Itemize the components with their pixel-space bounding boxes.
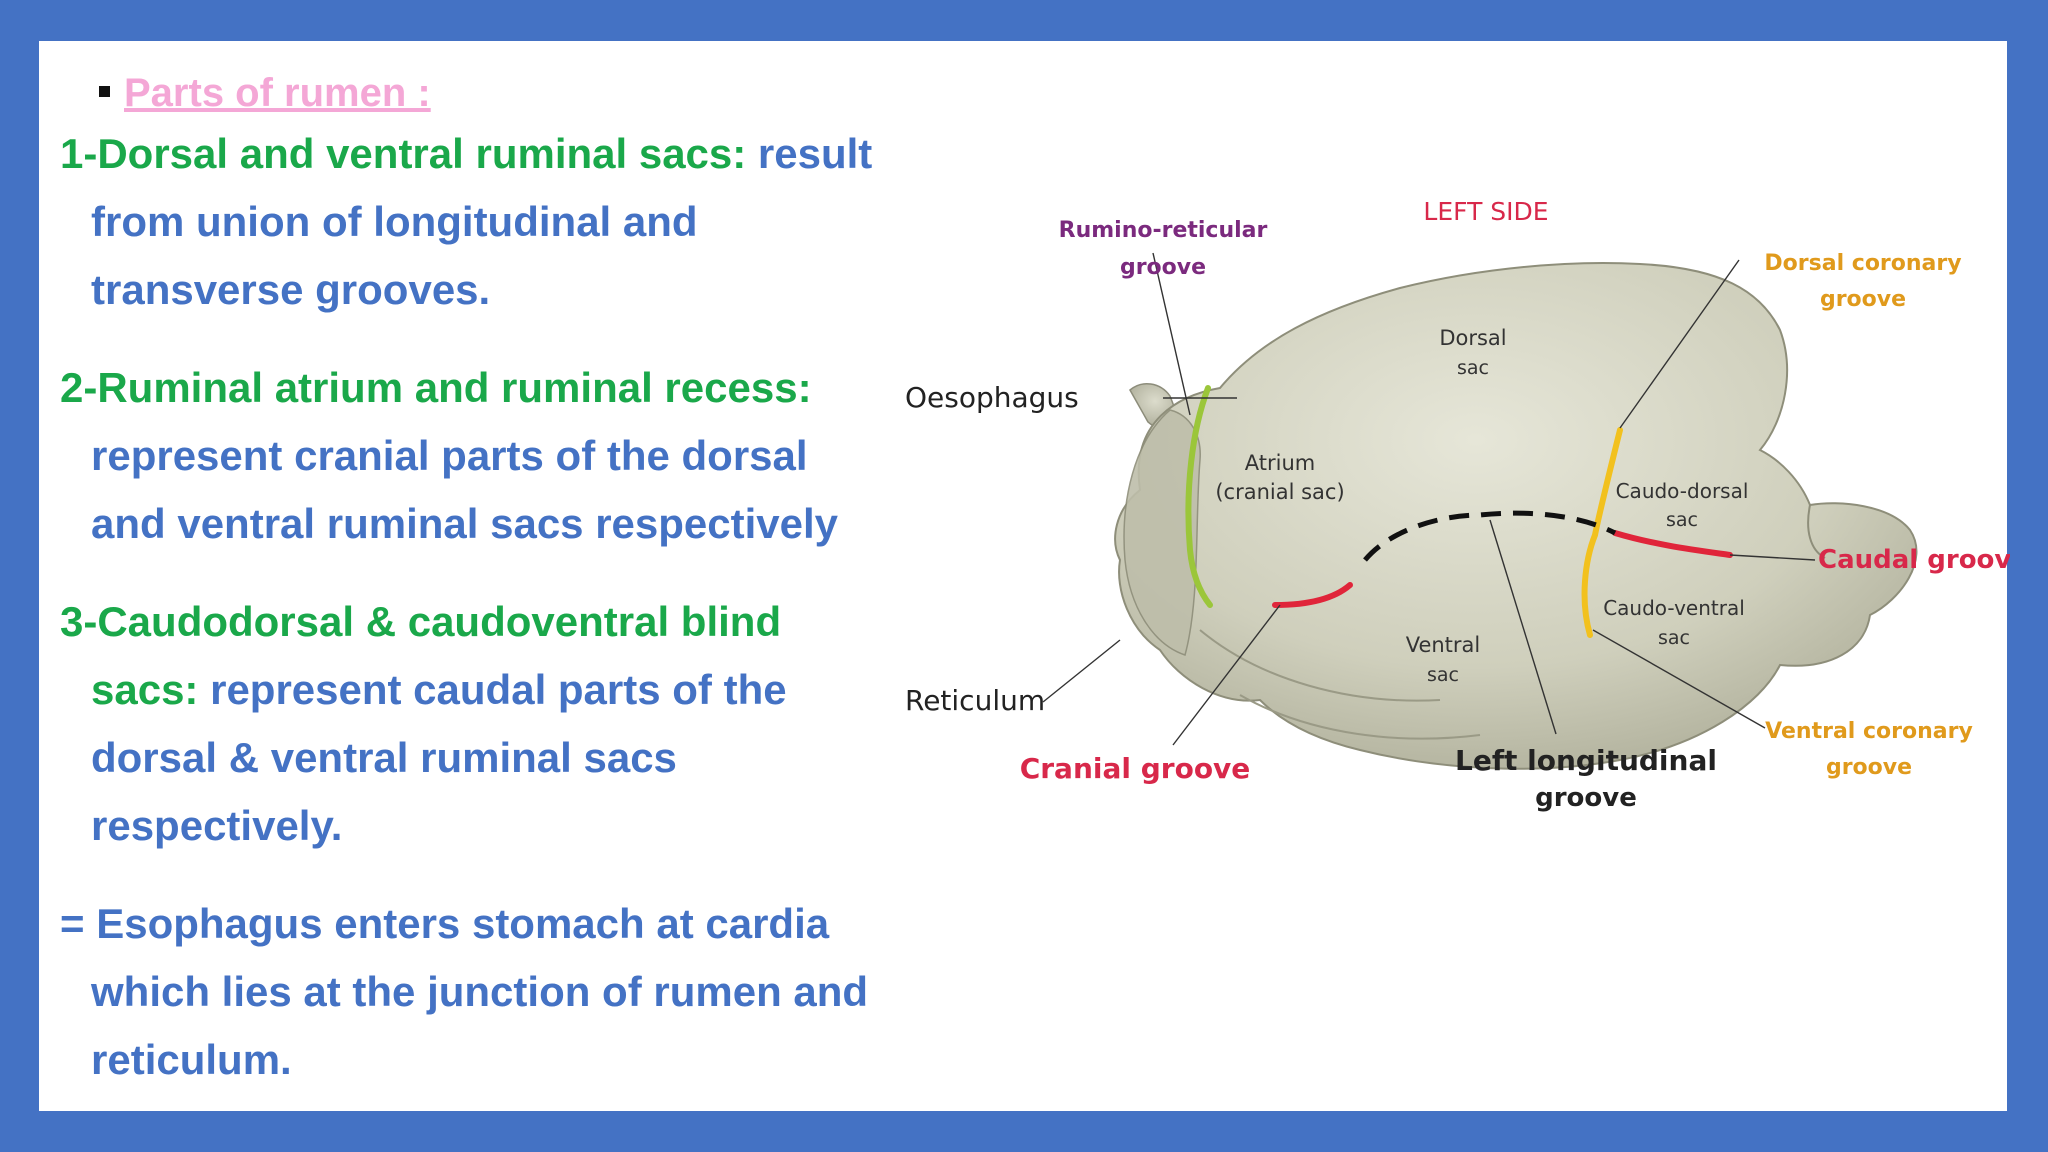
left-longitudinal-label-1: Left longitudinal [1455,744,1717,777]
paragraph-line: transverse grooves. [60,256,910,324]
text-segment: represent caudal parts of the [210,666,787,713]
paragraph-p1: 1-Dorsal and ventral ruminal sacs: resul… [60,120,910,324]
text-segment: result [757,130,873,177]
ventral-coronary-leader [1592,629,1766,729]
paragraph-line: sacs: represent caudal parts of the [60,656,910,724]
text-segment: 2-Ruminal atrium and ruminal recess: [60,364,812,411]
reticulum-lobe [1123,409,1201,656]
caudo-ventral-label-2: sac [1658,627,1690,649]
text-segment: which lies at the junction of rumen and [91,968,869,1015]
paragraph-line: which lies at the junction of rumen and [60,958,910,1026]
caudal-groove-line [1612,530,1733,558]
caudo-dorsal-label-2: sac [1666,509,1698,531]
paragraph-line: 2-Ruminal atrium and ruminal recess: [60,354,910,422]
dorsal-coronary-leader [1619,259,1740,429]
text-segment: = Esophagus enters stomach at cardia [60,900,830,947]
oesophagus-label: Oesophagus [905,381,1079,414]
cranial-groove-label: Cranial groove [1020,752,1251,785]
rumino-reticular-leader [1152,252,1191,416]
rumen-body [1114,262,1918,770]
cranial-groove-leader [1172,604,1281,746]
text-segment: sacs: [91,666,211,713]
text-segment: dorsal & ventral ruminal sacs [91,734,677,781]
ventral-sac-label-2: sac [1427,664,1459,686]
dorsal-coronary-label-1: Dorsal coronary [1764,251,1961,276]
ventral-coronary-label-1: Ventral coronary [1765,719,1973,744]
text-column: 1-Dorsal and ventral ruminal sacs: resul… [60,120,910,1124]
left-longitudinal-groove-line [1363,510,1617,562]
reticulum-leader [1042,639,1121,703]
header-title: Parts of rumen : [124,71,431,115]
paragraph-line: reticulum. [60,1026,910,1094]
paragraph-p3: 3-Caudodorsal & caudoventral blind sacs: … [60,588,910,860]
atrium-label-1: Atrium [1245,451,1315,475]
caudal-groove-leader [1729,554,1816,561]
leader-lines [1042,252,1816,746]
text-segment: 1-Dorsal and ventral ruminal sacs: [60,130,758,177]
paragraph-line: respectively. [60,792,910,860]
atrium-label-2: (cranial sac) [1215,480,1344,504]
paragraph-p2: 2-Ruminal atrium and ruminal recess: repr… [60,354,910,558]
text-segment: transverse grooves. [91,266,491,313]
text-segment: reticulum. [91,1036,292,1083]
reticulum-label: Reticulum [905,684,1045,717]
left-side-label: LEFT SIDE [1423,197,1548,226]
lower-fold-2 [1239,694,1481,740]
dorsal-coronary-label-2: groove [1820,287,1906,312]
paragraph-line: and ventral ruminal sacs respectively [60,490,910,558]
text-segment: represent cranial parts of the dorsal [91,432,808,479]
lower-fold [1199,629,1441,702]
dorsal-sac-label-2: sac [1457,357,1489,379]
square-bullet-icon [99,85,110,97]
paragraph-line: dorsal & ventral ruminal sacs [60,724,910,792]
text-segment: 3-Caudodorsal & caudoventral blind [60,598,782,645]
text-segment: and ventral ruminal sacs respectively [91,500,839,547]
ventral-coronary-label-2: groove [1826,755,1912,780]
rumino-reticular-label-2: groove [1120,255,1206,280]
caudal-lobe-divider [1807,504,1826,559]
rumen-outline [1114,262,1918,770]
diagram-labels: LEFT SIDE Rumino-reticular groove Dorsal… [905,197,2010,813]
rumen-diagram: LEFT SIDE Rumino-reticular groove Dorsal… [905,197,2010,813]
ventral-sac-label-1: Ventral [1406,633,1481,657]
caudo-ventral-label-1: Caudo-ventral [1603,596,1745,620]
caudal-groove-label: Caudal groove [1818,545,2010,575]
caudo-dorsal-label-1: Caudo-dorsal [1616,479,1749,503]
left-longitudinal-label-2: groove [1535,783,1637,813]
paragraph-line: = Esophagus enters stomach at cardia [60,890,910,958]
paragraph-line: represent cranial parts of the dorsal [60,422,910,490]
coronary-groove-line [1581,427,1623,638]
paragraph-line: 3-Caudodorsal & caudoventral blind [60,588,910,656]
cranial-groove-line [1272,582,1353,608]
slide-header: Parts of rumen : [99,71,431,116]
rumino-reticular-label-1: Rumino-reticular [1059,218,1268,243]
paragraph-p4: = Esophagus enters stomach at cardia whic… [60,890,910,1094]
paragraph-line: from union of longitudinal and [60,188,910,256]
rumino-reticular-groove-line [1185,385,1213,608]
text-segment: from union of longitudinal and [91,198,698,245]
dorsal-sac-label-1: Dorsal [1439,326,1506,350]
text-segment: respectively. [91,802,343,849]
paragraph-line: 1-Dorsal and ventral ruminal sacs: resul… [60,120,910,188]
longitudinal-leader [1489,519,1557,735]
